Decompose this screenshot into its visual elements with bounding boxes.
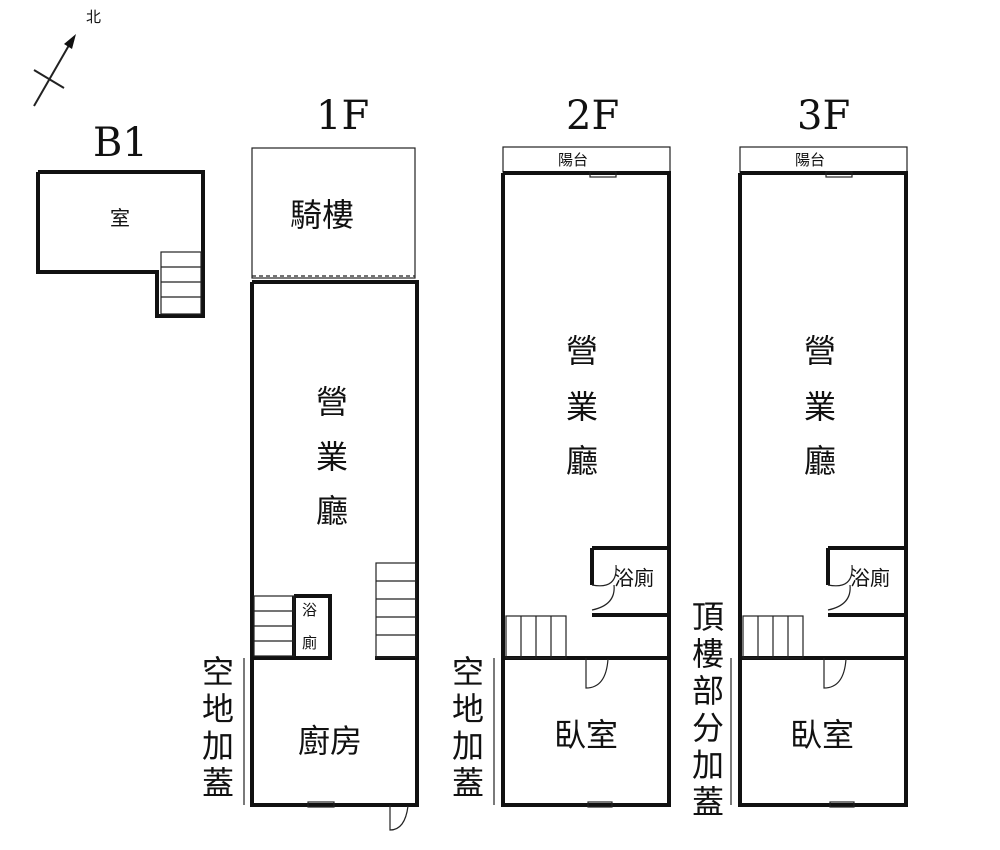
f3-hall-char-3: 廳: [804, 442, 836, 480]
f2-stairs: [505, 615, 567, 659]
f1-stairs-right: [375, 562, 417, 658]
f3-side-note-4: 分: [692, 709, 724, 747]
f1-side-note-3: 加: [202, 727, 234, 765]
b1-stairs: [160, 251, 202, 315]
f2-hall-char-3: 廳: [566, 442, 598, 480]
f2-side-note-1: 空: [452, 653, 484, 691]
f1-plan: [243, 147, 419, 831]
f2-side-note-2: 地: [452, 690, 484, 728]
f1-arcade-area: [251, 147, 416, 279]
f1-hall-char-2: 業: [316, 438, 348, 476]
f3-title: 3F: [797, 93, 850, 139]
f1-kitchen-label: 廚房: [298, 722, 362, 760]
f3-bath-label: 浴廁: [850, 566, 890, 590]
f3-side-note-3: 部: [692, 672, 724, 710]
f3-stairs: [742, 615, 804, 659]
f1-title: 1F: [316, 93, 369, 139]
f1-hall-char-3: 廳: [316, 492, 348, 530]
f1-side-note-2: 地: [202, 690, 234, 728]
f1-hall-char-1: 營: [316, 383, 348, 421]
f3-bedroom-label: 臥室: [790, 716, 854, 754]
f3-hall-char-2: 業: [804, 388, 836, 426]
f2-hall-char-2: 業: [566, 388, 598, 426]
f1-stairs-left: [253, 595, 295, 657]
f2-side-note-3: 加: [452, 727, 484, 765]
f3-side-note-1: 頂: [692, 598, 724, 636]
f1-bath-char-1: 浴: [302, 601, 317, 619]
f2-plan: [493, 146, 671, 808]
f2-hall-char-1: 營: [566, 332, 598, 370]
f3-hall-char-1: 營: [804, 332, 836, 370]
f3-side-note-5: 加: [692, 746, 724, 784]
f2-title: 2F: [566, 93, 619, 139]
f2-bath-label: 浴廁: [614, 566, 654, 590]
f1-bath-char-2: 廁: [302, 634, 317, 652]
f3-side-note-6: 蓋: [692, 783, 724, 821]
b1-title: B1: [93, 120, 148, 166]
f3-side-note-2: 樓: [692, 635, 724, 673]
f1-arcade-label: 騎樓: [290, 196, 354, 234]
compass-north-label: 北: [86, 8, 101, 26]
f3-balcony-label: 陽台: [795, 151, 825, 169]
f2-bedroom-label: 臥室: [554, 716, 618, 754]
f3-plan: [730, 146, 908, 808]
f2-side-note-4: 蓋: [452, 764, 484, 802]
b1-room-label: 室: [110, 206, 130, 230]
f2-balcony-label: 陽台: [558, 151, 588, 169]
compass-icon: [33, 34, 76, 107]
b1-plan: [36, 170, 205, 318]
f1-side-note-1: 空: [202, 653, 234, 691]
f1-side-note-4: 蓋: [202, 764, 234, 802]
